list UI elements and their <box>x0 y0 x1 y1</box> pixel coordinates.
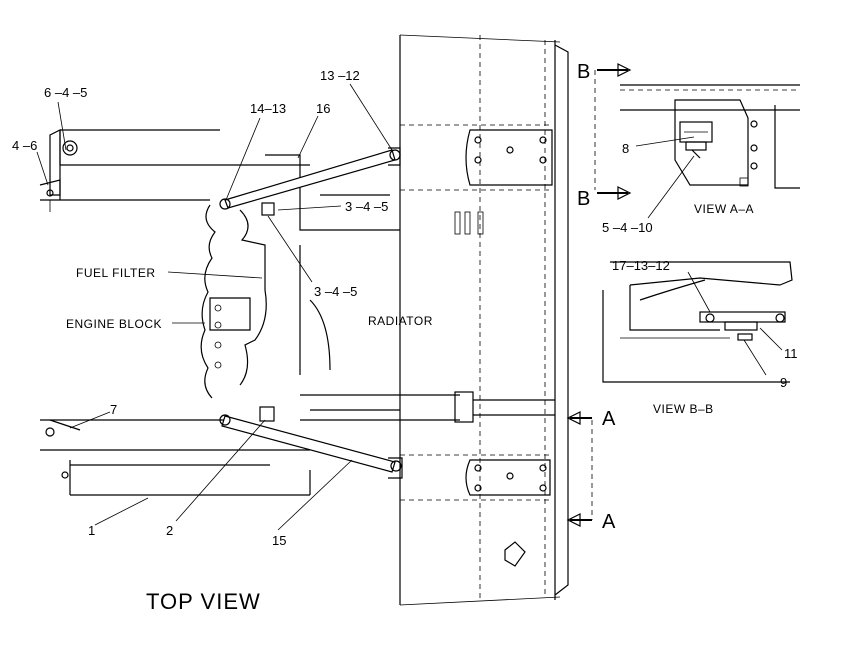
lower-strut-rod-15 <box>45 406 403 479</box>
view-a-a-detail <box>620 84 800 189</box>
leader-lines <box>36 83 783 531</box>
upper-mount-bracket <box>400 124 553 191</box>
callout-16: 16 <box>316 101 330 116</box>
section-a-a-line <box>566 411 593 527</box>
view-a-a-label: VIEW A–A <box>694 202 754 216</box>
section-b-b-line <box>594 63 632 200</box>
section-a-bottom-label: A <box>602 511 616 533</box>
callout-7: 7 <box>110 402 117 417</box>
lower-mount-bracket <box>400 454 552 501</box>
callout-9: 9 <box>780 375 787 390</box>
callout-3-4-5-lower: 3 –4 –5 <box>314 284 357 299</box>
section-b-top-label: B <box>577 61 590 83</box>
fuel-filter-label: FUEL FILTER <box>76 266 156 280</box>
engine-block-body <box>200 204 331 399</box>
callout-8: 8 <box>622 141 629 156</box>
callout-11: 11 <box>784 346 798 361</box>
radiator-label: RADIATOR <box>368 314 433 328</box>
callout-17-13-12: 17–13–12 <box>612 258 670 273</box>
callout-5-4-10: 5 –4 –10 <box>602 220 653 235</box>
view-b-b-detail <box>610 261 793 341</box>
callout-3-4-5-upper: 3 –4 –5 <box>345 199 388 214</box>
callout-1: 1 <box>88 523 95 538</box>
upper-frame-rail <box>39 129 400 231</box>
callout-2: 2 <box>166 523 173 538</box>
callout-6-4-5: 6 –4 –5 <box>44 85 87 100</box>
section-a-top-label: A <box>602 408 616 430</box>
engine-block-label: ENGINE BLOCK <box>66 317 162 331</box>
section-b-bottom-label: B <box>577 188 590 210</box>
lower-frame-rail <box>40 391 555 496</box>
callout-4-6: 4 –6 <box>12 138 37 153</box>
radiator-outline <box>399 34 569 606</box>
view-b-b-label: VIEW B–B <box>653 402 714 416</box>
view-b-b-border <box>602 290 790 383</box>
upper-strut-rod-16 <box>219 147 401 216</box>
callout-15: 15 <box>272 533 286 548</box>
callout-13-12: 13 –12 <box>320 68 360 83</box>
callout-14-13: 14–13 <box>250 101 286 116</box>
top-view-title: TOP VIEW <box>146 589 261 614</box>
